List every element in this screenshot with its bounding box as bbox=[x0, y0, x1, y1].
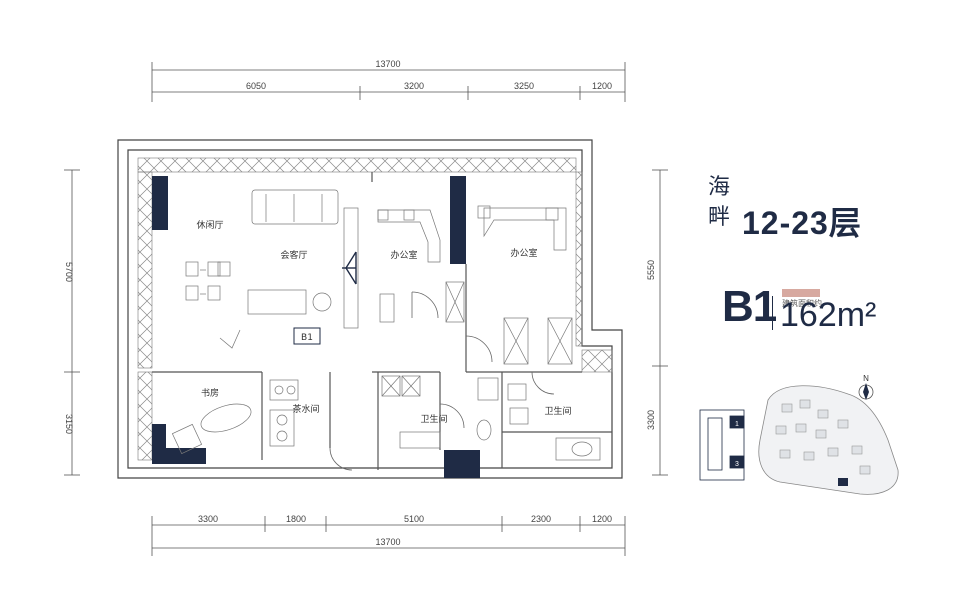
area-label: 建筑面积约 bbox=[782, 299, 822, 308]
dim-right-upper: 5550 bbox=[646, 260, 656, 280]
dim-bottom-seg-4: 2300 bbox=[531, 514, 551, 524]
dim-top-total: 13700 bbox=[375, 59, 400, 69]
label-reception-hall: 会客厅 bbox=[280, 249, 307, 261]
floor-range: 12-23层 bbox=[742, 205, 862, 241]
top-dimensions bbox=[151, 62, 626, 102]
dim-top-seg-2: 3200 bbox=[404, 81, 424, 91]
label-leisure-hall: 休闲厅 bbox=[196, 219, 223, 231]
dim-top-seg-4: 1200 bbox=[592, 81, 612, 91]
structural-columns bbox=[152, 176, 480, 478]
dim-bottom-seg-1: 3300 bbox=[198, 514, 218, 524]
label-bathroom: 卫生间 bbox=[420, 413, 447, 425]
unit-tag: B1 bbox=[293, 327, 321, 345]
area-badge bbox=[782, 289, 820, 297]
office-1-furniture bbox=[377, 209, 441, 263]
doors bbox=[329, 291, 555, 471]
label-study: 书房 bbox=[201, 387, 219, 399]
office-2-furniture bbox=[477, 205, 573, 365]
unit-area: 162m² bbox=[780, 296, 877, 334]
project-name: 海畔 bbox=[708, 174, 731, 229]
cabinets bbox=[381, 281, 465, 397]
hatched-perimeter bbox=[137, 157, 613, 461]
dim-bottom-total: 13700 bbox=[375, 537, 400, 547]
unit-divider bbox=[772, 296, 773, 330]
key-plan-tab-3: 3 bbox=[735, 461, 739, 468]
key-plan-tab-1: 1 bbox=[735, 421, 739, 428]
dim-bottom-seg-2: 1800 bbox=[286, 514, 306, 524]
label-office-2: 办公室 bbox=[510, 247, 537, 259]
leisure-hall-furniture bbox=[185, 261, 241, 349]
label-bathroom-2: 卫生间 bbox=[544, 405, 571, 417]
fan-symbol bbox=[342, 251, 357, 285]
compass-icon: N bbox=[858, 374, 874, 400]
label-office-1: 办公室 bbox=[390, 249, 417, 261]
unit-code: B1 bbox=[722, 282, 777, 331]
building-key-plan bbox=[699, 409, 745, 481]
dim-bottom-seg-3: 5100 bbox=[404, 514, 424, 524]
bottom-dimensions bbox=[151, 516, 626, 556]
dim-right-lower: 3300 bbox=[646, 410, 656, 430]
site-minimap bbox=[758, 385, 899, 495]
right-dimensions bbox=[652, 169, 668, 476]
dim-left-upper: 5700 bbox=[64, 262, 74, 282]
svg-text:B1: B1 bbox=[301, 333, 313, 343]
dim-top-seg-1: 6050 bbox=[246, 81, 266, 91]
interior-walls bbox=[152, 172, 612, 470]
study-furniture bbox=[171, 403, 252, 455]
tea-room-fixtures bbox=[269, 379, 299, 447]
dim-bottom-seg-5: 1200 bbox=[592, 514, 612, 524]
dim-left-lower: 3150 bbox=[64, 414, 74, 434]
compass-north-label: N bbox=[863, 374, 869, 383]
reception-furniture bbox=[247, 189, 395, 329]
dim-top-seg-3: 3250 bbox=[514, 81, 534, 91]
left-dimensions bbox=[64, 169, 80, 476]
outer-walls bbox=[117, 139, 623, 479]
bathroom-fixtures bbox=[399, 377, 601, 461]
label-tea-room: 茶水间 bbox=[292, 403, 319, 415]
